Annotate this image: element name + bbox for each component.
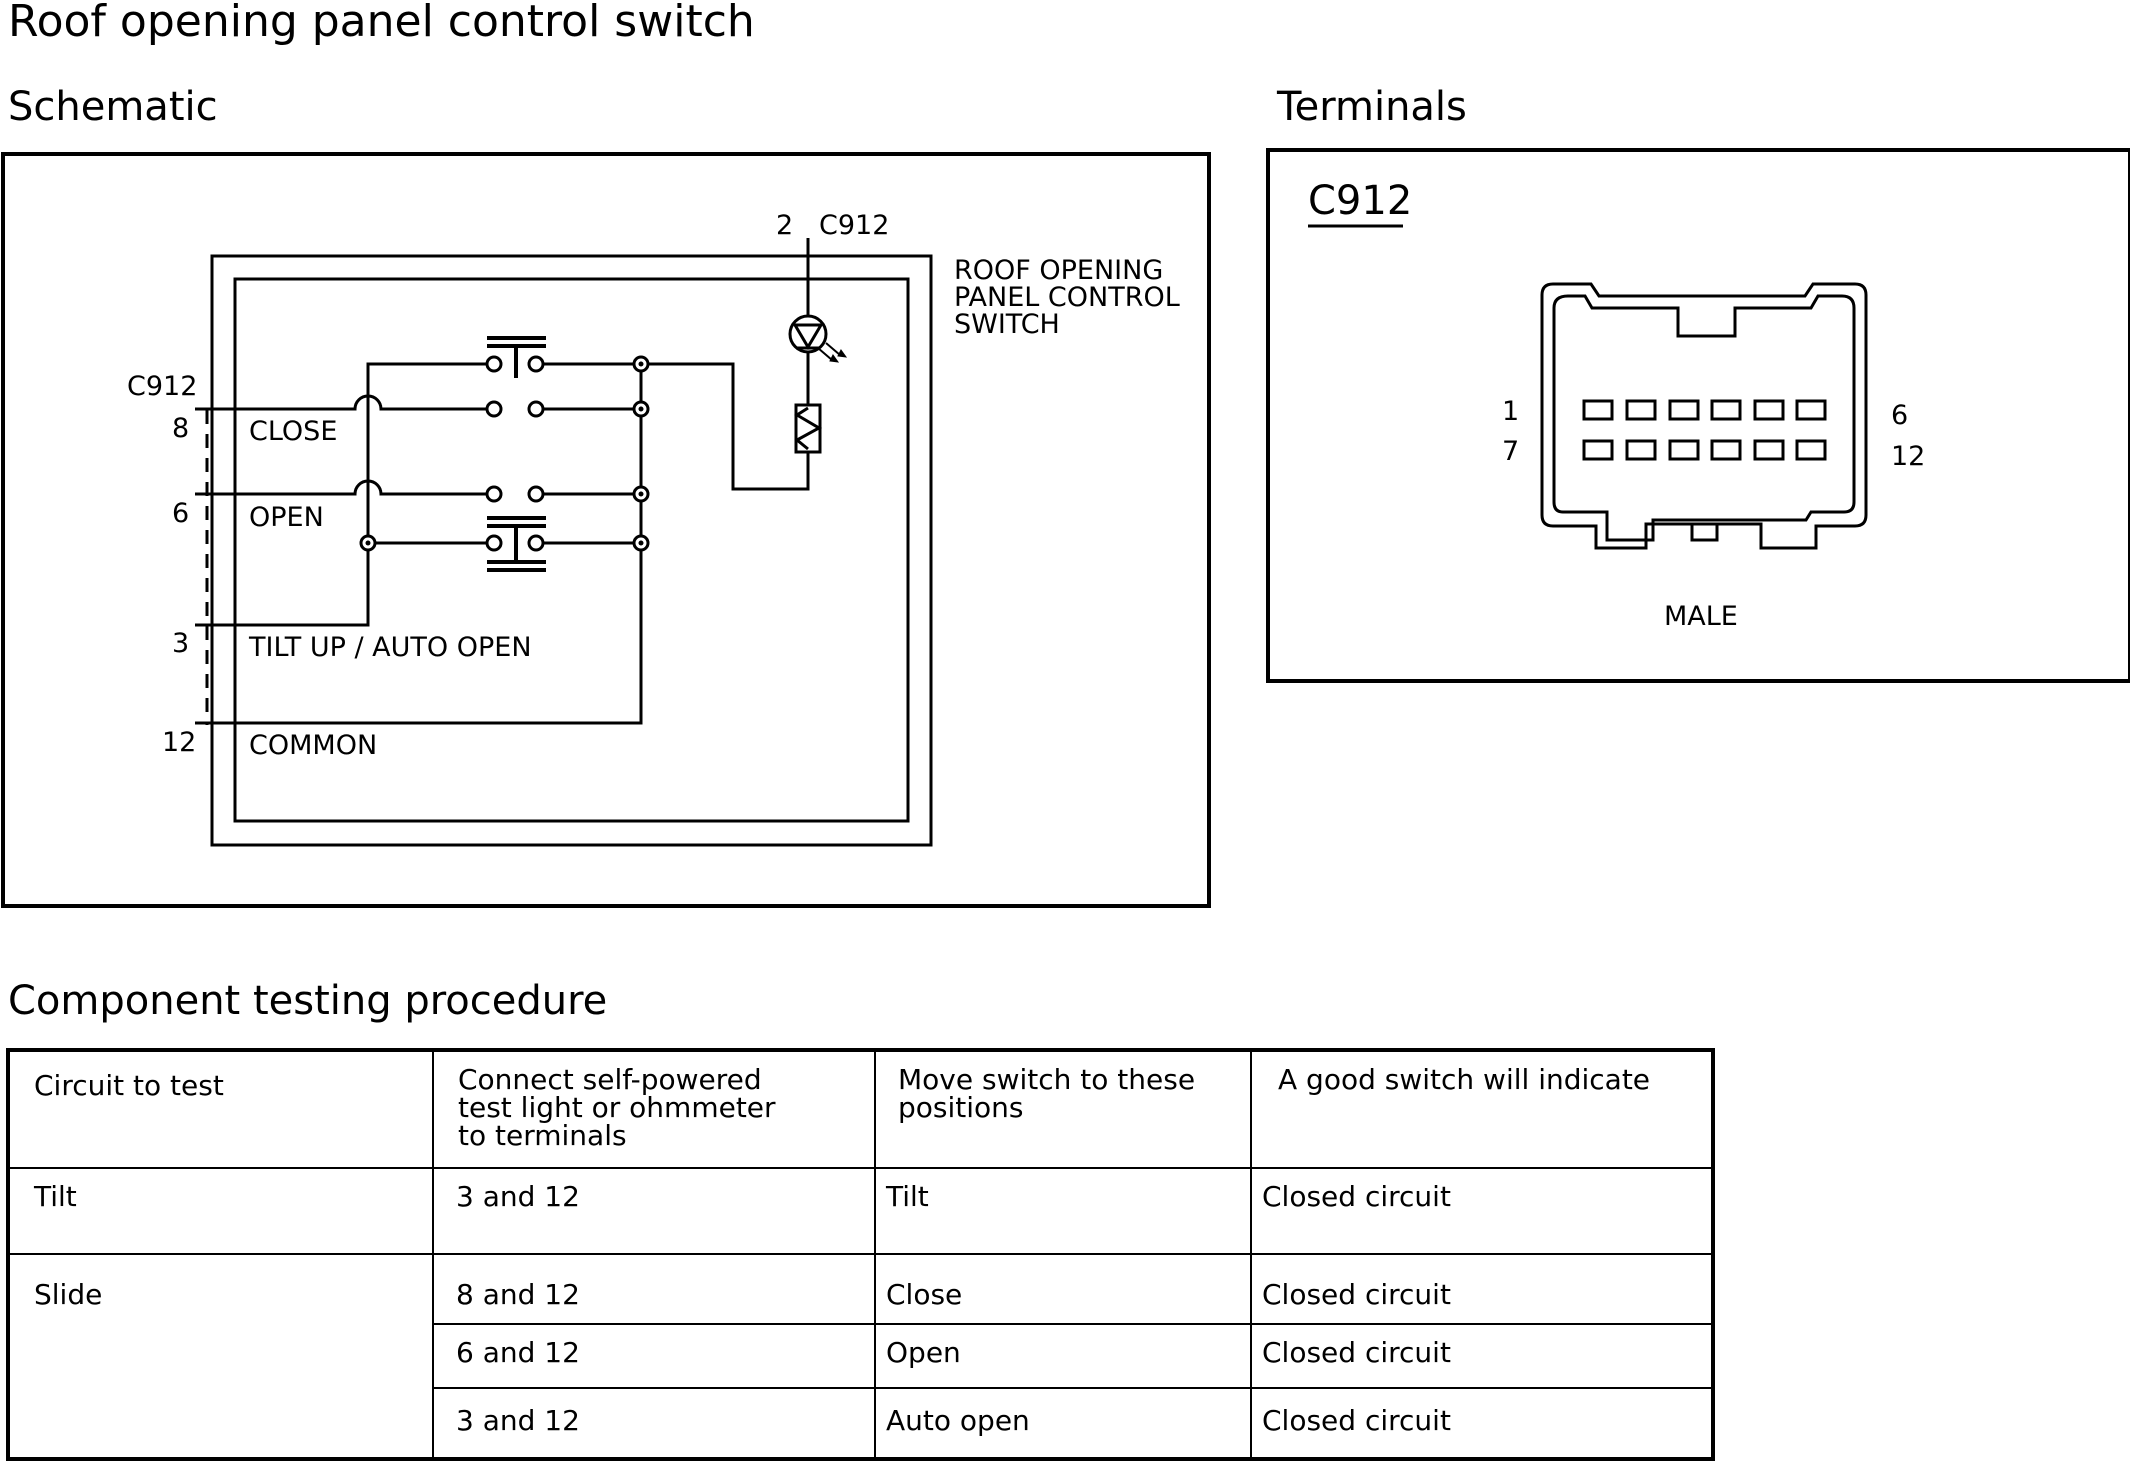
header-indication: A good switch will indicate: [1250, 1049, 1714, 1169]
lower-push-switch: [487, 516, 546, 572]
switch-housing-inner: [233, 277, 910, 823]
pin-number: 12: [162, 727, 196, 758]
page-title: Roof opening panel control switch: [8, 0, 755, 47]
upper-push-switch: [487, 336, 546, 378]
table-header-row: Circuit to test Connect self-powered tes…: [7, 1049, 1714, 1169]
resistor-symbol: [794, 403, 823, 454]
cell-terminals: 8 and 12: [432, 1253, 876, 1325]
top-connector-label: C912: [819, 210, 889, 241]
top-pin-label: 2: [776, 210, 793, 241]
common-wire: [212, 364, 643, 725]
component-label-line2: PANEL CONTROL: [954, 282, 1180, 313]
cell-position: Close: [874, 1253, 1252, 1325]
cell-position: Auto open: [874, 1387, 1252, 1460]
cell-result: Closed circuit: [1250, 1387, 1714, 1460]
connector-gender-label: MALE: [1664, 601, 1738, 632]
schematic-heading: Schematic: [8, 84, 218, 130]
header-positions: Move switch to these positions: [874, 1049, 1252, 1169]
left-connector-label: C912: [127, 371, 197, 402]
pin-label-top-left: 1: [1502, 396, 1519, 427]
pin-number: 8: [172, 413, 189, 444]
close-wire: [212, 394, 494, 411]
schematic-frame: [1, 152, 1211, 908]
cell-result: Closed circuit: [1250, 1253, 1714, 1325]
testing-heading: Component testing procedure: [8, 978, 608, 1024]
testing-table: Circuit to test Connect self-powered tes…: [6, 1048, 1715, 1461]
header-circuit: Circuit to test: [7, 1049, 434, 1169]
cell-terminals: 6 and 12: [432, 1323, 876, 1389]
pin-number: 6: [172, 498, 189, 529]
pin-name: OPEN: [249, 502, 324, 533]
terminal-connector-label: C912: [1308, 178, 1412, 224]
pin-name: TILT UP / AUTO OPEN: [248, 632, 532, 663]
terminals-heading: Terminals: [1277, 84, 1467, 130]
cell-terminals: 3 and 12: [432, 1167, 876, 1255]
pin-number: 3: [172, 628, 189, 659]
cell-result: Closed circuit: [1250, 1167, 1714, 1255]
open-wire: [212, 479, 494, 496]
tilt-wire: [212, 362, 494, 627]
component-label-line3: SWITCH: [954, 309, 1060, 340]
pin-name: CLOSE: [249, 416, 337, 447]
cell-position: Tilt: [874, 1167, 1252, 1255]
pin-label-bottom-left: 7: [1502, 436, 1519, 467]
connector-face: [1540, 282, 1868, 550]
table-row: Tilt 3 and 12 Tilt Closed circuit: [7, 1167, 1714, 1255]
cell-terminals: 3 and 12: [432, 1387, 876, 1460]
led-symbol: [788, 314, 848, 363]
cell-circuit: Slide: [7, 1253, 434, 1460]
table-row: 6 and 12 Open Closed circuit: [8, 1323, 1714, 1389]
terminals-frame: [1266, 148, 2130, 683]
led-feed-wire: [641, 362, 810, 491]
cell-circuit: Tilt: [7, 1167, 434, 1255]
component-label-line1: ROOF OPENING: [954, 255, 1163, 286]
table-row: Slide 8 and 12 Close Closed circuit: [7, 1253, 1714, 1460]
pin-label-top-right: 6: [1891, 400, 1908, 431]
pin-label-bottom-right: 12: [1891, 441, 1925, 472]
header-terminals: Connect self-powered test light or ohmme…: [432, 1049, 876, 1169]
pin-name: COMMON: [249, 730, 377, 761]
switch-housing-outer: [210, 254, 933, 847]
cell-result: Closed circuit: [1250, 1323, 1714, 1389]
cell-position: Open: [874, 1323, 1252, 1389]
